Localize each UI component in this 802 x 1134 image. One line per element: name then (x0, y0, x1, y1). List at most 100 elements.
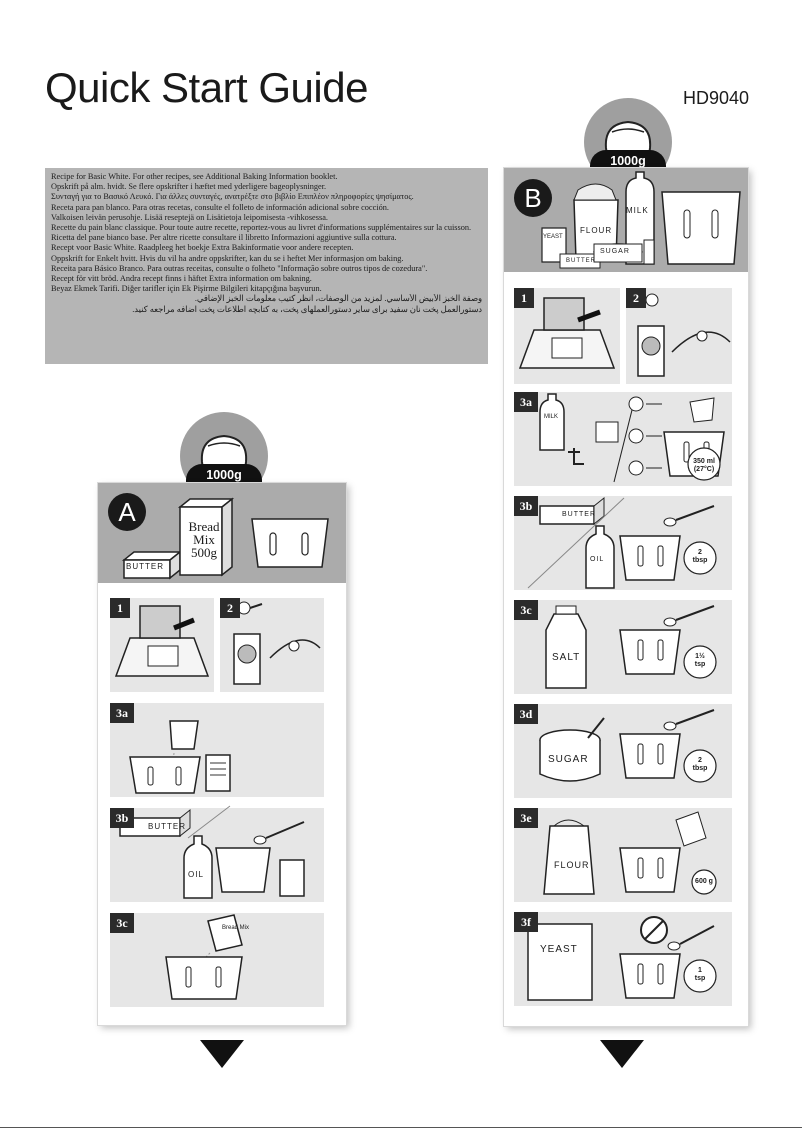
recipe-line: Ricetta del pane bianco base. Per altre … (51, 233, 397, 243)
recipe-line-farsi: دستورالعمل پخت نان سفید برای سایر دستورا… (132, 304, 482, 314)
flour-label: FLOUR (580, 226, 613, 235)
butter-oil-icon (119, 805, 305, 899)
butter-oil-icon (527, 496, 717, 589)
milk-label: MILK (626, 206, 649, 215)
step-label: 3e (514, 808, 538, 828)
kneader-insert-icon (637, 293, 731, 377)
flour-bag-icon (543, 811, 717, 895)
pour-bread-mix-icon (165, 914, 243, 1000)
bottom-rule (0, 1127, 802, 1128)
step-label: 2 (220, 598, 240, 618)
milk-label: MILK (544, 414, 559, 420)
butter-label: BUTTER (126, 562, 164, 571)
salt-icon (545, 605, 717, 689)
yeast-label: YEAST (540, 944, 578, 955)
page-title: Quick Start Guide (45, 64, 368, 111)
recipe-line: Beyaz Ekmek Tarifi. Diğer tarifler için … (51, 284, 322, 294)
amount-value: 1½ (695, 653, 705, 660)
baking-pan-icon (251, 518, 329, 568)
recipe-line: Receta para pan blanco. Para otras recet… (51, 202, 389, 212)
recipe-line: Receita para Básico Branco. Para outras … (51, 263, 428, 273)
amount-badge: 2 tbsp (688, 549, 712, 565)
step-b3b-panel: BUTTER OIL 2 tbsp (514, 496, 732, 590)
step-label: 3c (514, 600, 538, 620)
water-temperature: (27°C) (693, 466, 715, 473)
step-b3a-panel: MILK 350 ml (27°C) (514, 382, 732, 486)
sugar-label: SUGAR (548, 754, 589, 765)
down-arrow-icon (600, 1040, 644, 1068)
recipe-line: Valkoisen leivän perusohje. Lisää resept… (51, 212, 328, 222)
step-label: 3a (110, 703, 134, 723)
butter-label: BUTTER (562, 511, 596, 518)
step-label: 3c (110, 913, 134, 933)
step-label: 3b (514, 496, 538, 516)
recipe-line: Recept voor Basic White. Raadpleeg het b… (51, 243, 354, 253)
amount-value: 2 (698, 757, 702, 764)
step-b3c-panel: SALT 1½ tsp (514, 600, 732, 694)
water-volume: 350 ml (693, 458, 715, 465)
flour-amount: 600 g (695, 878, 713, 885)
recipe-line: Recipe for Basic White. For other recipe… (51, 172, 338, 181)
bread-mix-label: Bread Mix 500g (184, 520, 224, 559)
step-a3b-panel: BUTTER OIL (110, 805, 324, 902)
butter-icon (121, 550, 183, 580)
down-arrow-icon (200, 1040, 244, 1068)
amount-unit: tbsp (692, 765, 708, 772)
step-b3f-panel: YEAST 1 tsp (514, 912, 732, 1006)
step-a3c-panel: Bread Mix (110, 913, 324, 1007)
sugar-label: SUGAR (600, 248, 630, 255)
water-volume-badge: 350 ml (27°C) (690, 458, 718, 474)
bread-mix-line: Mix (193, 532, 215, 547)
oil-label: OIL (590, 556, 605, 563)
amount-badge: 2 tbsp (688, 757, 712, 773)
bread-mix-line: 500g (191, 545, 217, 560)
bread-mix-box-icon (177, 497, 235, 577)
yeast-label: YEAST (543, 234, 563, 240)
recipe-note: Recipe for Basic White. For other recipe… (45, 168, 488, 364)
flour-label: FLOUR (554, 860, 590, 870)
step-label: 3a (514, 392, 538, 412)
yeast-packet-icon (527, 916, 717, 1001)
step-b1-panel (514, 288, 620, 384)
bread-mix-packet-label: Bread Mix (222, 925, 250, 931)
step-a1-panel (110, 598, 214, 692)
salt-label: SALT (552, 652, 581, 663)
step-b3d-panel: SUGAR 2 tbsp (514, 704, 732, 798)
step-label: 1 (110, 598, 130, 618)
amount-unit: tsp (694, 975, 706, 982)
weight-badge-a: 1000g (186, 464, 262, 484)
step-label: 1 (514, 288, 534, 308)
amount-unit: tbsp (692, 557, 708, 564)
step-label: 3d (514, 704, 538, 724)
recipe-line: Recept för vitt bröd. Andra recept finns… (51, 274, 312, 284)
section-b-letter: B (514, 179, 552, 217)
recipe-line: Συνταγή για το Βασικό Λευκό. Για άλλες σ… (51, 192, 414, 202)
step-a3a-panel (110, 703, 324, 797)
weight-badge-b: 1000g (590, 150, 666, 170)
recipe-line-arabic: وصفة الخبز الأبيض الأساسي. لمزيد من الوص… (194, 294, 482, 304)
ingredients-illustration (541, 171, 741, 269)
recipe-line: Opskrift på alm. hvidt. Se flere opskrif… (51, 182, 327, 192)
oil-label: OIL (188, 870, 204, 879)
bread-mix-line: Bread (188, 519, 220, 534)
section-a-letter: A (108, 493, 146, 531)
step-label: 3b (110, 808, 134, 828)
water-or-milk-icon (524, 382, 725, 483)
amount-value: 1 (698, 967, 702, 974)
step-label: 3f (514, 912, 538, 932)
step-b2-panel (626, 288, 732, 384)
pour-water-icon (129, 720, 231, 794)
model-number: HD9040 (683, 88, 750, 108)
amount-value: 2 (698, 549, 702, 556)
machine-open-lid-icon (518, 297, 616, 369)
machine-open-lid-icon (114, 605, 210, 677)
amount-unit: tsp (694, 661, 706, 668)
step-b3e-panel: FLOUR 600 g (514, 808, 732, 902)
recipe-line: Recette du pain blanc classique. Pour to… (51, 223, 472, 233)
butter-label: BUTTER (566, 258, 596, 264)
butter-label: BUTTER (148, 822, 186, 831)
step-label: 2 (626, 288, 646, 308)
sugar-bowl-icon (539, 709, 717, 783)
recipe-line: Oppskrift for Enkelt hvitt. Hvis du vil … (51, 253, 404, 263)
amount-badge: 1 tsp (688, 967, 712, 983)
